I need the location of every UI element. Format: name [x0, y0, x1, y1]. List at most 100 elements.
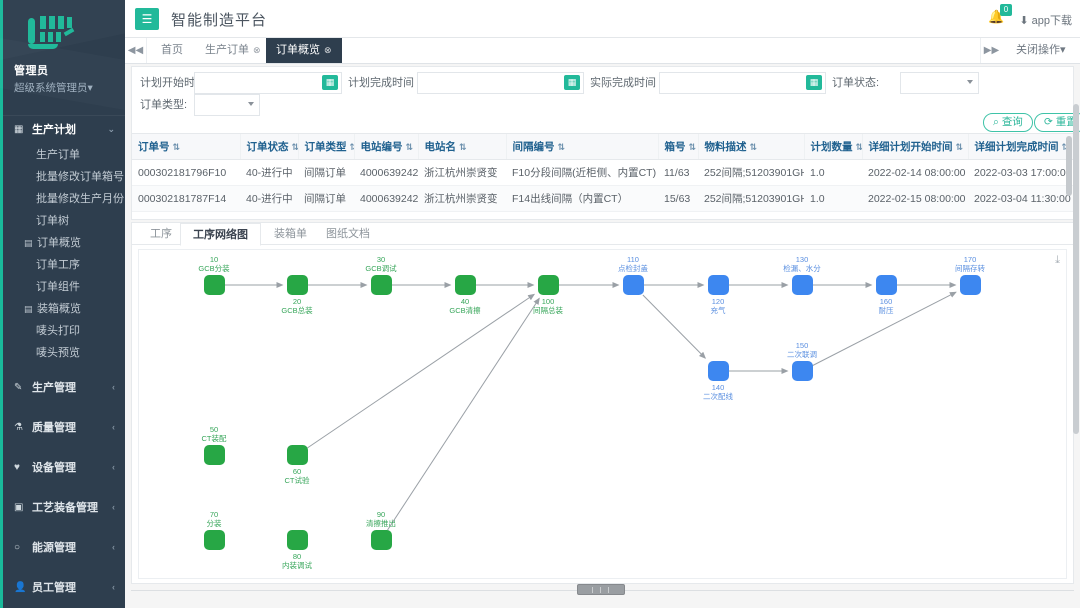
tab-label: 首页 — [161, 44, 183, 56]
order-type-select[interactable] — [194, 94, 260, 116]
actual-finish-time-input[interactable] — [659, 72, 826, 94]
tab-process[interactable]: 工序 — [150, 228, 172, 240]
close-icon[interactable]: ⊗ — [253, 45, 261, 55]
calendar-icon[interactable]: ▦ — [322, 75, 338, 90]
col-station-name[interactable]: 电站名⇅ — [418, 134, 507, 160]
cell-detail-plan-start: 2022-02-15 08:00:00 — [862, 211, 968, 219]
close-icon[interactable]: ⊗ — [324, 45, 332, 55]
plan-finish-time-label: 计划完成时间 — [348, 77, 414, 89]
sidebar-item-batch-edit-box-no[interactable]: 批量修改订单箱号 — [36, 171, 124, 183]
diagram-node-80[interactable] — [286, 530, 308, 550]
sidebar-item-packing-overview[interactable]: ▤装箱概览 — [0, 298, 125, 320]
diagram-node-10[interactable] — [203, 275, 225, 295]
tab-home[interactable]: 首页 — [151, 38, 193, 63]
sidebar-item-order-overview[interactable]: ▤订单概览 — [0, 232, 125, 254]
sidebar-group-equipment-management[interactable]: ♥ 设备管理 ‹ — [0, 454, 125, 480]
col-order-type[interactable]: 订单类型⇅ — [298, 134, 355, 160]
logout-button[interactable]: ⇥ 退出 — [1075, 38, 1080, 63]
tabs-scroll-right-icon[interactable]: ▶▶ — [980, 38, 1002, 63]
diagram-node-40[interactable] — [454, 275, 476, 295]
sidebar-group-quality-management[interactable]: ⚗ 质量管理 ‹ — [0, 414, 125, 440]
diagram-node-30[interactable] — [370, 275, 392, 295]
diagram-node-70[interactable] — [203, 530, 225, 550]
sidebar-accent-bar — [0, 0, 3, 608]
download-icon[interactable]: ⤓ — [1055, 254, 1060, 266]
diagram-node-110[interactable] — [622, 275, 644, 295]
col-material-desc[interactable]: 物料描述⇅ — [698, 134, 805, 160]
sidebar-item-order-component[interactable]: 订单组件 — [36, 281, 80, 293]
col-detail-plan-finish[interactable]: 详细计划完成时间⇅ — [968, 134, 1073, 160]
sidebar-group-staff-management[interactable]: 👤 员工管理 ‹ — [0, 574, 125, 600]
sidebar-item-production-order[interactable]: 生产订单 — [36, 149, 80, 161]
sidebar-group-label: 设备管理 — [32, 462, 76, 474]
user-role[interactable]: 超级系统管理员▾ — [14, 80, 125, 95]
page-vertical-scrollbar[interactable] — [1073, 64, 1080, 584]
cell-bay-no: F13出线间隔（内置CT） — [506, 211, 658, 219]
tab-production-order[interactable]: 生产订单⊗ — [195, 38, 271, 63]
sidebar-item-order-tree[interactable]: 订单树 — [36, 215, 69, 227]
sidebar-group-production-plan[interactable]: ▦ 生产计划 ⌄ — [0, 116, 125, 142]
col-bay-no[interactable]: 间隔编号⇅ — [506, 134, 659, 160]
cell-order-type: 间隔订单 — [298, 159, 354, 186]
tab-order-overview[interactable]: 订单概览⊗ — [266, 38, 342, 63]
tab-process-network-diagram[interactable]: 工序网络图 — [180, 223, 261, 246]
cell-order-no: 000302181796F10 — [132, 159, 240, 186]
table-row[interactable]: 000302181786F13 40-进行中 间隔订单 4000639242 浙… — [132, 211, 1073, 219]
bell-icon[interactable]: 🔔 0 — [988, 4, 1012, 29]
search-button[interactable]: ⌕ 查询 — [983, 113, 1033, 132]
reset-button[interactable]: ⟳ 重置 — [1034, 113, 1080, 132]
calendar-icon[interactable]: ▦ — [806, 75, 822, 90]
diagram-node-150[interactable] — [791, 361, 813, 381]
diagram-node-130[interactable] — [791, 275, 813, 295]
sidebar-group-label: 工艺装备管理 — [32, 502, 98, 514]
cell-detail-plan-start: 2022-02-14 08:00:00 — [862, 159, 968, 186]
sidebar-group-energy-management[interactable]: ○ 能源管理 ‹ — [0, 534, 125, 560]
app-download-link[interactable]: ⬇ app下载 — [1019, 12, 1072, 28]
diagram-node-100[interactable] — [537, 275, 559, 295]
plan-start-time-input[interactable] — [194, 72, 342, 94]
diagram-node-140[interactable] — [707, 361, 729, 381]
col-detail-plan-start[interactable]: 详细计划开始时间⇅ — [862, 134, 969, 160]
diagram-node-170[interactable] — [959, 275, 981, 295]
col-station-no[interactable]: 电站编号⇅ — [354, 134, 419, 160]
scrollbar-thumb[interactable] — [577, 584, 625, 595]
hamburger-icon[interactable]: ☰ — [135, 8, 159, 30]
tab-packing-list[interactable]: 装箱单 — [274, 228, 307, 240]
tab-drawing-document[interactable]: 图纸文档 — [326, 228, 370, 240]
sidebar-group-production-management[interactable]: ✎ 生产管理 ‹ — [0, 374, 125, 400]
sidebar-item-order-process[interactable]: 订单工序 — [36, 259, 80, 271]
table-row[interactable]: 000302181796F10 40-进行中 间隔订单 4000639242 浙… — [132, 159, 1073, 186]
table-row[interactable]: 000302181787F14 40-进行中 间隔订单 4000639242 浙… — [132, 185, 1073, 212]
sidebar-item-shipping-mark-print[interactable]: 唛头打印 — [36, 325, 80, 337]
col-plan-qty[interactable]: 计划数量⇅ — [804, 134, 863, 160]
cell-station-name: 浙江杭州崇贤变 — [418, 159, 506, 186]
diagram-node-120[interactable] — [707, 275, 729, 295]
sidebar-group-process-equipment-management[interactable]: ▣ 工艺装备管理 ‹ — [0, 494, 125, 520]
table-vertical-scrollbar[interactable] — [1066, 136, 1072, 196]
sidebar-item-batch-edit-month[interactable]: 批量修改生产月份 — [36, 193, 124, 205]
col-label: 物料描述 — [704, 141, 747, 153]
col-box-no[interactable]: 箱号⇅ — [658, 134, 699, 160]
col-order-status[interactable]: 订单状态⇅ — [240, 134, 299, 160]
page-horizontal-scrollbar[interactable] — [131, 584, 1074, 596]
flask-icon: ⚗ — [14, 421, 23, 433]
order-status-select[interactable] — [900, 72, 979, 94]
diagram-node-50[interactable] — [203, 445, 225, 465]
col-label: 详细计划开始时间 — [868, 141, 953, 153]
chevron-right-icon: ‹ — [112, 502, 115, 512]
orders-table-container[interactable]: 订单号⇅ 订单状态⇅ 订单类型⇅ 电站编号⇅ 电站名⇅ 间隔编号⇅ 箱号⇅ 物料… — [131, 134, 1074, 220]
cell-plan-qty: 1.0 — [804, 211, 862, 219]
tabs-scroll-left-icon[interactable]: ◀◀ — [125, 38, 147, 63]
diagram-node-90[interactable] — [370, 530, 392, 550]
diagram-node-160[interactable] — [875, 275, 897, 295]
plan-finish-time-input[interactable] — [417, 72, 584, 94]
col-order-no[interactable]: 订单号⇅ — [132, 134, 241, 160]
diagram-node-60[interactable] — [286, 445, 308, 465]
diagram-node-20[interactable] — [286, 275, 308, 295]
sidebar-item-shipping-mark-preview[interactable]: 唛头预览 — [36, 347, 80, 359]
calendar-icon[interactable]: ▦ — [564, 75, 580, 90]
scrollbar-thumb[interactable] — [1073, 104, 1079, 434]
close-operations-menu[interactable]: 关闭操作▾ — [1009, 38, 1073, 63]
